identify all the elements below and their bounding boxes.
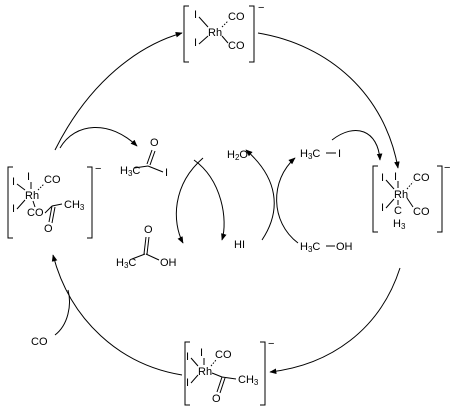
iodide-ligand: I xyxy=(186,351,189,363)
bracket-left xyxy=(7,166,13,239)
water: H2O xyxy=(227,149,248,162)
rhodium-atom: Rh xyxy=(198,366,212,378)
iodide-ligand: I xyxy=(381,202,384,214)
methyl-group: H3C xyxy=(116,257,136,270)
methyl-group: H3C xyxy=(300,241,320,254)
methanol: H3C OH xyxy=(300,241,353,254)
carbonyl-oxygen: O xyxy=(144,224,153,236)
rhodium-atom: Rh xyxy=(208,27,222,39)
charge-sign: − xyxy=(268,338,274,350)
iodide-ligand: I xyxy=(194,9,197,21)
complex-bottom: − Rh I I I CO CH3 O xyxy=(184,338,274,406)
carbonyl-ligand: CO xyxy=(44,174,61,186)
methyl-group: H3C xyxy=(300,148,320,161)
acyl-methyl: CH3 xyxy=(238,374,259,387)
complex-right: − Rh I I I CO CO C H3 xyxy=(372,162,450,233)
arrow-release-acetyl-iodide xyxy=(59,127,138,149)
cycle-arrow-left-to-top xyxy=(54,32,183,151)
cycle-arrow-top-to-right xyxy=(257,32,400,169)
cycle-arrow-right-to-bottom xyxy=(269,267,401,375)
acyl-methyl: CH3 xyxy=(64,199,85,212)
bracket-right xyxy=(87,166,93,239)
hydrogen-iodide: HI xyxy=(234,239,245,251)
bracket-right xyxy=(260,341,266,406)
bracket-left xyxy=(372,165,378,233)
carbonyl-ligand: CO xyxy=(228,40,245,52)
arrow-methyl-iodide-in xyxy=(331,130,383,161)
carbonyl-oxygen: O xyxy=(150,137,159,149)
methyl-hydrogen: H3 xyxy=(393,218,406,231)
carbon-monoxide: CO xyxy=(31,336,48,348)
arrow-methanol-to-methyl-iodide xyxy=(276,157,299,244)
iodine-atom: I xyxy=(338,148,341,160)
cycle-arrow-bottom-to-left xyxy=(51,254,183,376)
bracket-right xyxy=(437,165,443,233)
rhodium-atom: Rh xyxy=(394,189,408,201)
carbonyl-ligand: CO xyxy=(27,207,44,219)
acetic-acid: O H3C OH xyxy=(116,224,177,270)
arrow-co-in xyxy=(54,289,70,336)
charge-sign: − xyxy=(444,162,450,174)
carbonyl-ligand: CO xyxy=(215,349,232,361)
acyl-oxygen: O xyxy=(44,223,53,235)
carbonyl-ligand: CO xyxy=(228,11,245,23)
iodide-ligand: I xyxy=(194,37,197,49)
carbonyl-ligand: CO xyxy=(413,172,430,184)
charge-sign: − xyxy=(258,2,264,14)
iodide-ligand: I xyxy=(394,171,397,183)
arrow-water-to-hi xyxy=(193,159,227,241)
methyl-iodide: H3C I xyxy=(300,148,341,161)
iodide-ligand: I xyxy=(186,377,189,389)
bracket-right xyxy=(249,5,255,63)
iodide-ligand: I xyxy=(12,176,15,188)
methyl-carbon: C xyxy=(394,205,402,217)
iodide-ligand: I xyxy=(27,171,30,183)
iodine-atom: I xyxy=(165,167,168,179)
iodide-ligand: I xyxy=(381,172,384,184)
bracket-left xyxy=(184,341,190,406)
iodide-ligand: I xyxy=(12,203,15,215)
iodide-ligand: I xyxy=(200,347,203,359)
arrow-acetyl-iodide-to-acetic-acid xyxy=(175,157,204,244)
carbonyl-ligand: CO xyxy=(413,206,430,218)
acetyl-iodide: O H3C I xyxy=(120,137,168,179)
complex-left: − Rh I I I CO CO CH3 O xyxy=(7,163,101,239)
charge-sign: − xyxy=(95,163,101,175)
hydroxyl-group: OH xyxy=(160,257,177,269)
rhodium-atom: Rh xyxy=(25,190,39,202)
hydroxyl-group: OH xyxy=(336,241,353,253)
complex-top: − Rh I I CO CO xyxy=(183,2,264,63)
methyl-group: H3C xyxy=(120,165,140,178)
acyl-oxygen: O xyxy=(212,393,221,405)
bracket-left xyxy=(183,5,189,63)
arrow-hi-to-water xyxy=(245,149,275,241)
